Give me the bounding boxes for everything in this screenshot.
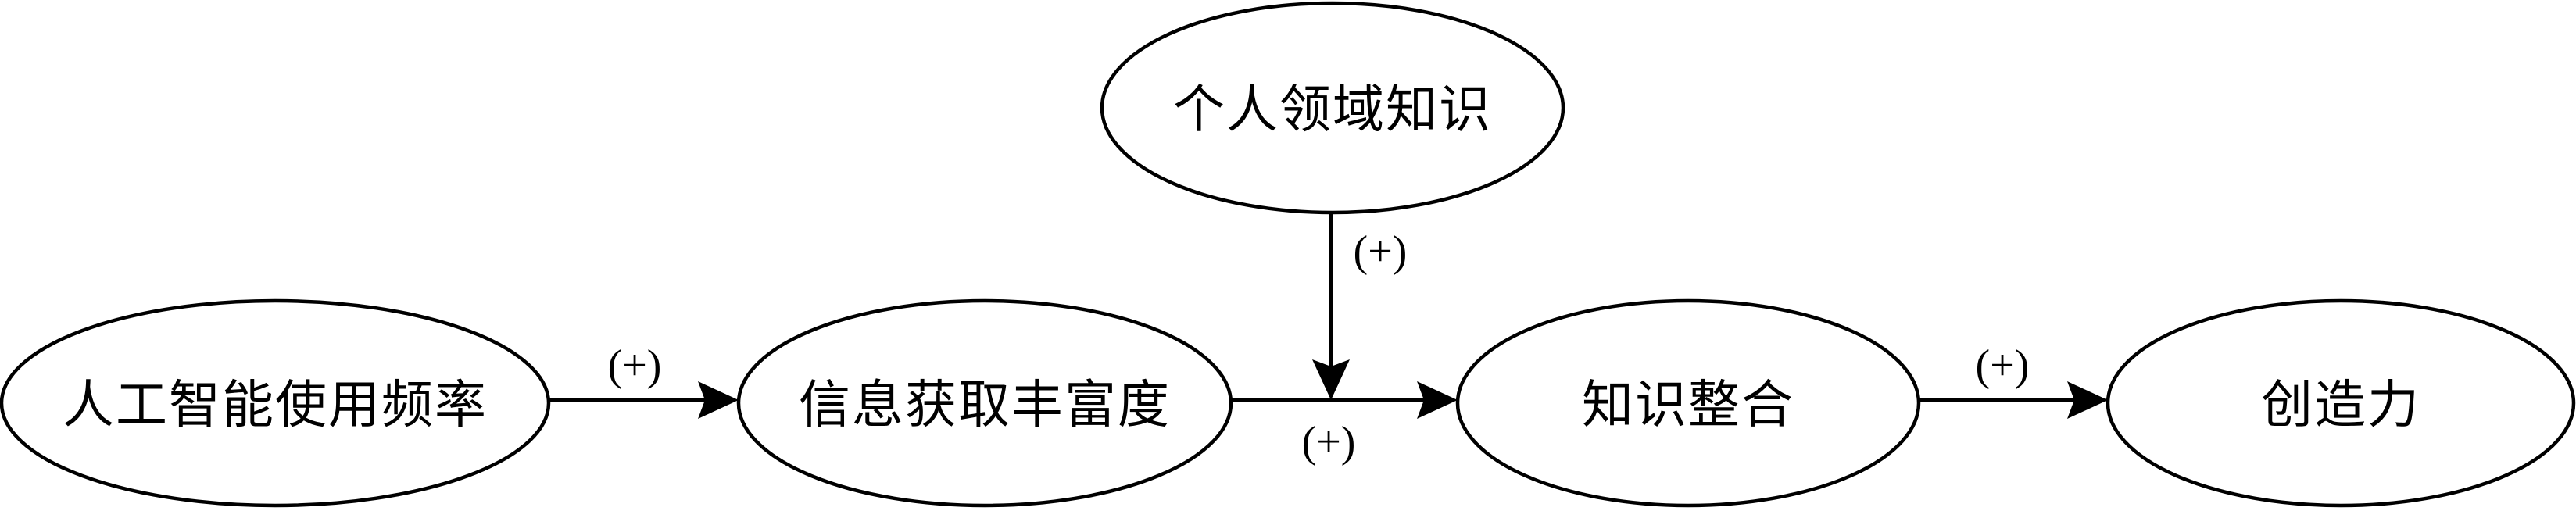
edge-information-to-knowledge-arrowhead [1417,381,1458,419]
node-ai-usage-frequency[interactable]: 人工智能使用频率 [0,298,551,508]
node-creativity-shape [2106,298,2576,508]
edge-information-to-knowledge[interactable]: (+) [1231,381,1458,466]
edge-knowledge-to-creativity-polarity-label: (+) [1976,341,2030,390]
edge-domain-knowledge-to-integration-polarity-label: (+) [1354,227,1408,276]
node-knowledge-integration-label: 知识整合 [1582,377,1794,434]
node-personal-domain-knowledge[interactable]: 个人领域知识 [1100,1,1565,215]
edge-ai-to-information[interactable]: (+) [549,341,739,419]
node-creativity-label: 创造力 [2261,377,2420,434]
node-ai-usage-frequency-label: 人工智能使用频率 [63,377,488,434]
edge-domain-knowledge-to-integration-arrowhead [1312,359,1350,400]
node-personal-domain-knowledge-shape [1100,1,1565,215]
node-information-richness-label: 信息获取丰富度 [799,377,1171,434]
edge-ai-to-information-arrowhead [698,381,739,419]
edge-information-to-knowledge-polarity-label: (+) [1302,418,1356,466]
node-ai-usage-frequency-shape [0,298,551,508]
edge-knowledge-to-creativity[interactable]: (+) [1919,341,2108,419]
node-information-richness[interactable]: 信息获取丰富度 [736,298,1233,508]
node-information-richness-shape [736,298,1233,508]
node-creativity[interactable]: 创造力 [2106,298,2576,508]
edge-domain-knowledge-to-integration[interactable]: (+) [1312,213,1407,400]
edge-knowledge-to-creativity-arrowhead [2067,381,2108,419]
node-knowledge-integration-shape [1455,298,1921,508]
node-personal-domain-knowledge-label: 个人领域知识 [1173,82,1492,139]
node-knowledge-integration[interactable]: 知识整合 [1455,298,1921,508]
edge-ai-to-information-polarity-label: (+) [608,341,662,390]
